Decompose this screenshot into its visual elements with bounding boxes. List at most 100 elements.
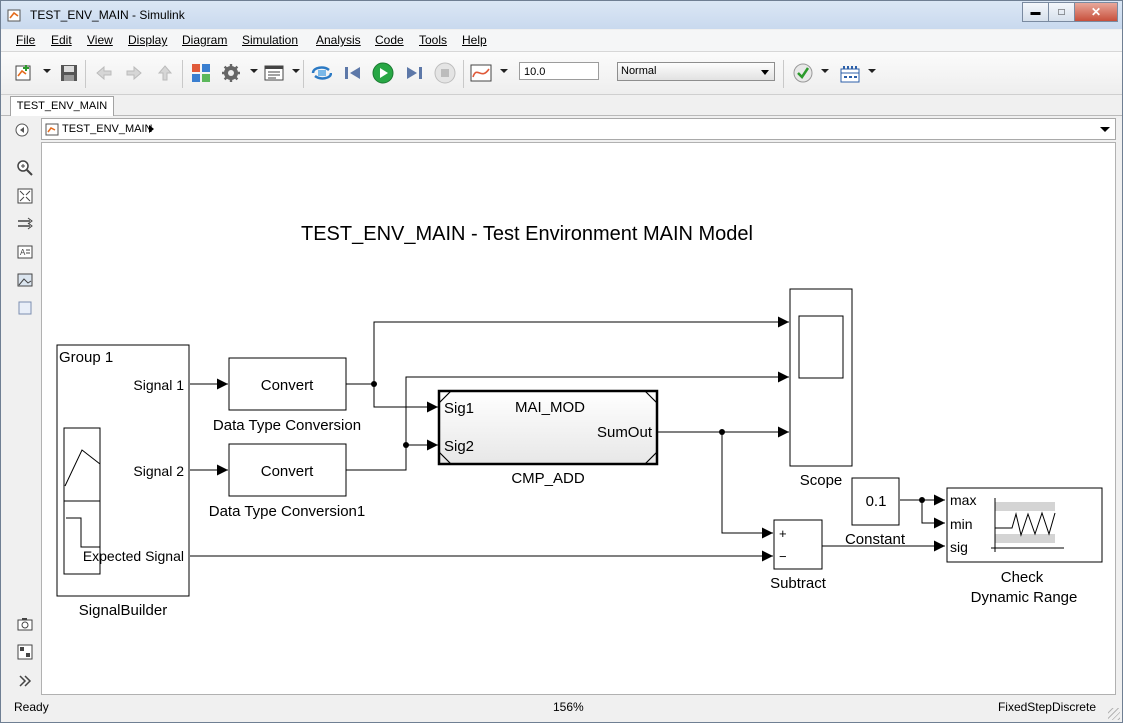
screenshot-button[interactable] [16,615,34,633]
model-explorer-icon [264,65,284,81]
update-diagram-button[interactable] [310,62,332,84]
area-button[interactable] [16,299,34,317]
menu-view[interactable]: View [87,33,113,47]
menu-tools-label: Tools [419,33,448,47]
up-button[interactable] [154,62,176,84]
window-controls: ▬ □ ✕ [1022,2,1118,22]
line-convert1-to-scope[interactable] [373,316,789,384]
menu-simulation[interactable]: Simulation [242,33,298,47]
diagram-title: TEST_ENV_MAIN - Test Environment MAIN Mo… [301,223,753,245]
subtract-name: Subtract [770,575,827,592]
line-convert1-to-sig1[interactable] [373,384,438,413]
model-explorer-dropdown[interactable] [292,69,300,73]
save-button[interactable] [58,62,80,84]
diagram-canvas[interactable]: TEST_ENV_MAIN - Test Environment MAIN Mo… [41,142,1116,695]
line-convert2-to-scope[interactable] [405,371,789,445]
breadcrumb-arrow-icon[interactable] [149,125,154,133]
block-subtract[interactable]: + − Subtract [770,519,827,592]
block-constant[interactable]: 0.1 Constant [845,477,906,548]
model-advisor-button[interactable] [792,62,814,84]
model-advisor-dropdown[interactable] [821,69,829,73]
zoom-button[interactable] [16,159,34,177]
menu-edit[interactable]: Edit [51,33,72,47]
forward-button[interactable] [123,62,145,84]
build-button[interactable] [839,62,861,84]
menu-analysis-label: Analysis [316,33,361,47]
hide-browser-button[interactable] [13,121,31,139]
constant-frame [851,477,900,526]
menu-tools[interactable]: Tools [419,33,447,47]
signal-builder-wave-triangle [64,449,101,487]
new-model-dropdown[interactable] [43,69,51,73]
step-forward-icon [407,67,422,79]
block-signal-builder[interactable]: Group 1 Signal 1 Signal 2 Expected Signa… [56,344,190,619]
back-button[interactable] [93,62,115,84]
data-inspector-icon [470,64,492,82]
subtract-plus: + [779,526,787,541]
model-browser-button[interactable] [16,643,34,661]
zoom-icon [17,160,33,176]
stop-time-input[interactable]: 10.0 [519,62,599,80]
address-dropdown-icon[interactable] [1100,127,1110,132]
run-button[interactable] [372,62,394,84]
zoom-level: 156% [553,700,584,714]
minimize-button[interactable]: ▬ [1022,2,1049,22]
menu-view-label: View [87,33,113,47]
toolbar-separator [463,60,464,88]
expand-palette-button[interactable] [16,672,34,690]
menu-file[interactable]: File [16,33,35,47]
line-constant-to-min[interactable] [921,500,945,529]
annotation-button[interactable]: A [16,243,34,261]
block-data-type-conversion[interactable]: Convert Data Type Conversion [213,357,361,434]
model-icon [45,123,59,136]
new-model-button[interactable] [13,62,35,84]
convert1-frame [228,357,347,411]
image-icon [17,273,33,287]
menu-diagram-label: Diagram [182,33,228,47]
line-sumout-to-subtract[interactable] [721,432,773,539]
model-config-button[interactable] [220,62,242,84]
block-check-dynamic-range[interactable]: max min sig Check Dynamic Range [946,487,1103,606]
branch-point [919,497,925,503]
image-button[interactable] [16,271,34,289]
block-scope[interactable]: Scope [789,288,853,489]
menu-display[interactable]: Display [128,33,167,47]
model-explorer-button[interactable] [263,62,285,84]
step-forward-button[interactable] [403,62,425,84]
signal-builder-name: SignalBuilder [79,602,167,619]
range-band-upper [995,502,1055,511]
tab-test-env-main[interactable]: TEST_ENV_MAIN [10,96,114,116]
block-data-type-conversion1[interactable]: Convert Data Type Conversion1 [209,443,365,520]
data-inspector-dropdown[interactable] [500,69,508,73]
stop-button[interactable] [434,62,456,84]
block-diagram: TEST_ENV_MAIN - Test Environment MAIN Mo… [56,223,1103,619]
range-signal [995,511,1056,537]
menu-diagram[interactable]: Diagram [182,33,227,47]
library-browser-button[interactable] [190,62,212,84]
menu-help-label: Help [462,33,487,47]
build-dropdown[interactable] [868,69,876,73]
library-browser-icon [192,64,210,82]
close-button[interactable]: ✕ [1074,2,1118,22]
line-convert2-out[interactable] [346,445,407,471]
menu-analysis[interactable]: Analysis [316,33,361,47]
menu-code-label: Code [375,33,404,47]
resize-grip[interactable] [1108,708,1120,720]
maximize-button[interactable]: □ [1048,2,1075,22]
cmp-add-name: CMP_ADD [511,470,585,487]
simulation-mode-select[interactable]: Normal [617,62,775,81]
branch-point [719,429,725,435]
cmp-add-model-name: MAI_MOD [515,399,585,416]
subtract-frame [773,519,823,570]
signal-attributes-button[interactable] [16,215,34,233]
block-cmp-add[interactable]: MAI_MOD Sig1 Sig2 SumOut CMP_ADD [437,389,659,487]
breadcrumb-model[interactable]: TEST_ENV_MAIN [62,123,153,135]
arrow-right-icon [126,65,142,81]
model-config-dropdown[interactable] [250,69,258,73]
fit-to-view-button[interactable] [16,187,34,205]
menu-help[interactable]: Help [462,33,487,47]
step-back-button[interactable] [342,62,364,84]
data-inspector-button[interactable] [470,62,492,84]
menu-code[interactable]: Code [375,33,404,47]
branch-point [403,442,409,448]
